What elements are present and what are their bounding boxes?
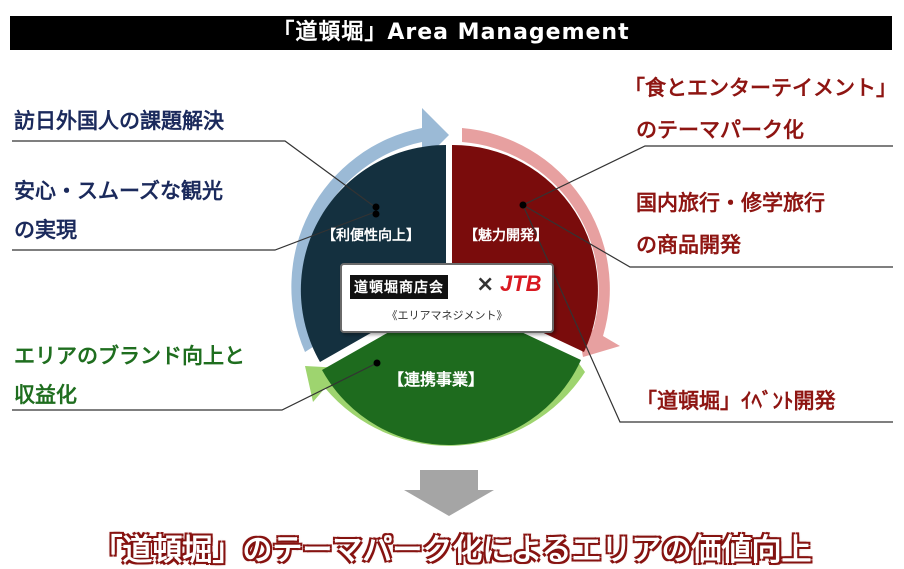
label-safe-tourism-line1: 安心・スムーズな観光 <box>14 179 223 203</box>
label-inbound-solution: 訪日外国人の課題解決 <box>14 109 224 133</box>
segment-label-attraction: 【魅力開発】 <box>464 228 548 244</box>
area-management-caption: 《エリアマネジメント》 <box>386 309 508 322</box>
conclusion-text: 「道頓堀」のテーマパーク化によるエリアの価値向上 <box>92 533 812 568</box>
connector-inbound <box>12 140 376 208</box>
segment-label-convenience: 【利便性向上】 <box>322 228 420 244</box>
shotenkai-logo: 道頓堀商店会 <box>350 275 448 299</box>
label-travel-line2: の商品開発 <box>636 233 741 257</box>
connector-event <box>522 204 893 423</box>
label-event-development: 「道頓堀」ｲﾍﾞﾝﾄ開発 <box>636 389 836 413</box>
label-themepark-line2: のテーマパーク化 <box>636 118 804 142</box>
segment-label-partnership: 【連携事業】 <box>388 370 485 389</box>
label-themepark-line1: 「食とエンターテイメント」 <box>624 76 897 100</box>
dot-brand <box>373 359 381 367</box>
page-title: 「道頓堀」Area Management <box>10 16 892 50</box>
label-travel-line1: 国内旅行・修学旅行 <box>636 191 825 215</box>
connector-brand <box>12 362 378 411</box>
label-brand-line2: 収益化 <box>14 383 77 407</box>
center-logo-box: 道頓堀商店会 × JTB 《エリアマネジメント》 <box>340 263 554 333</box>
connector-safe <box>12 211 376 251</box>
connector-travel <box>522 204 893 268</box>
connector-themepark <box>522 145 893 206</box>
down-arrow <box>404 470 494 516</box>
dot-safe <box>372 210 380 218</box>
jtb-logo: JTB <box>500 271 542 296</box>
label-brand-line1: エリアのブランド向上と <box>14 344 245 368</box>
partnership-segment <box>322 298 581 446</box>
dot-attraction <box>519 201 527 209</box>
cross-symbol: × <box>476 272 495 297</box>
label-safe-tourism-line2: の実現 <box>14 218 77 242</box>
dot-inbound <box>372 203 380 211</box>
